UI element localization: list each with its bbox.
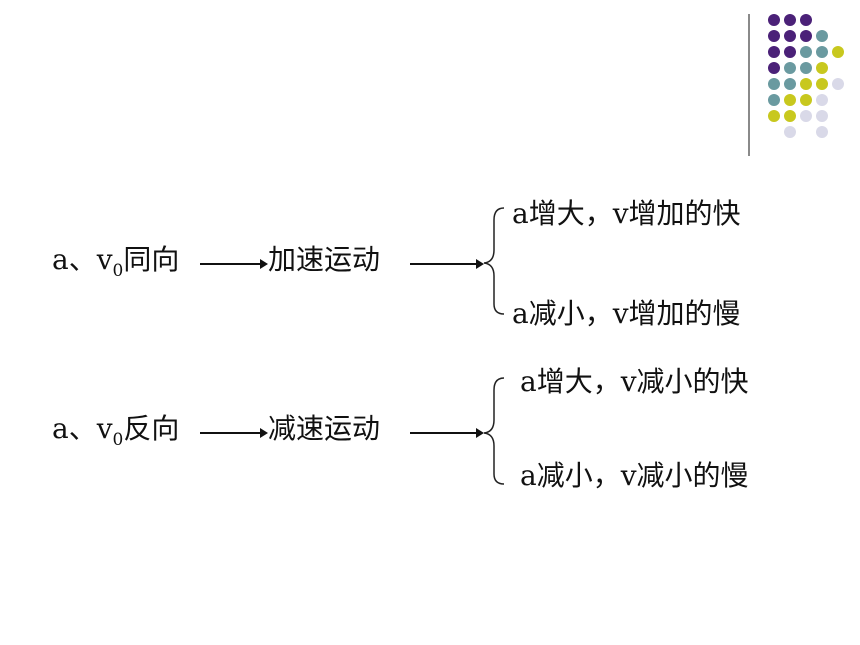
row-2-arrow-to-motion [200, 428, 268, 438]
decorative-dot [768, 62, 780, 74]
decorative-dot [784, 14, 796, 26]
decorative-dot [768, 14, 780, 26]
decorative-dot [784, 62, 796, 74]
decorative-divider [748, 14, 750, 156]
decorative-dot [768, 78, 780, 90]
decorative-dot [816, 78, 828, 90]
row-1-motion: 加速运动 [268, 243, 381, 276]
row-2-arrow-to-brace [410, 428, 484, 438]
decorative-dot [800, 78, 812, 90]
decorative-dot [768, 94, 780, 106]
decorative-dot [816, 62, 828, 74]
row-1-subscript: 0 [112, 261, 124, 281]
row-2-branch-2: a减小，v减小的慢 [520, 459, 749, 492]
decorative-dot [784, 30, 796, 42]
decorative-dot [816, 126, 828, 138]
decorative-dot [832, 78, 844, 90]
row-1-condition: a、v0同向 [52, 243, 180, 280]
row-2-branch-1: a增大，v减小的快 [520, 365, 749, 398]
row-2-a-label: a、v [52, 412, 113, 445]
decorative-dot [800, 94, 812, 106]
decorative-dot [784, 110, 796, 122]
row-2-subscript: 0 [112, 430, 124, 450]
row-1-branch-2: a减小，v增加的慢 [512, 297, 741, 330]
decorative-dot [768, 46, 780, 58]
decorative-dot [800, 46, 812, 58]
row-2-brace [483, 377, 505, 485]
decorative-dot [800, 30, 812, 42]
decorative-dot [784, 46, 796, 58]
decorative-dot [784, 126, 796, 138]
decorative-dot [816, 30, 828, 42]
row-1-a-label: a、v [52, 243, 113, 276]
decorative-dot [816, 46, 828, 58]
row-1-brace [483, 207, 505, 315]
row-2-direction: 反向 [123, 412, 180, 445]
decorative-dot [768, 30, 780, 42]
row-2-motion: 减速运动 [268, 412, 381, 445]
row-2-condition: a、v0反向 [52, 412, 180, 449]
decorative-dot [832, 46, 844, 58]
row-1-branch-1: a增大，v增加的快 [512, 197, 741, 230]
decorative-dot [816, 110, 828, 122]
row-1-arrow-to-motion [200, 259, 268, 269]
decorative-dot [784, 94, 796, 106]
row-1-direction: 同向 [123, 243, 180, 276]
decorative-dot [816, 94, 828, 106]
decorative-dot [800, 14, 812, 26]
decorative-dot [768, 110, 780, 122]
decorative-dot [784, 78, 796, 90]
decorative-dot [800, 110, 812, 122]
row-1-arrow-to-brace [410, 259, 484, 269]
decorative-dot [800, 62, 812, 74]
